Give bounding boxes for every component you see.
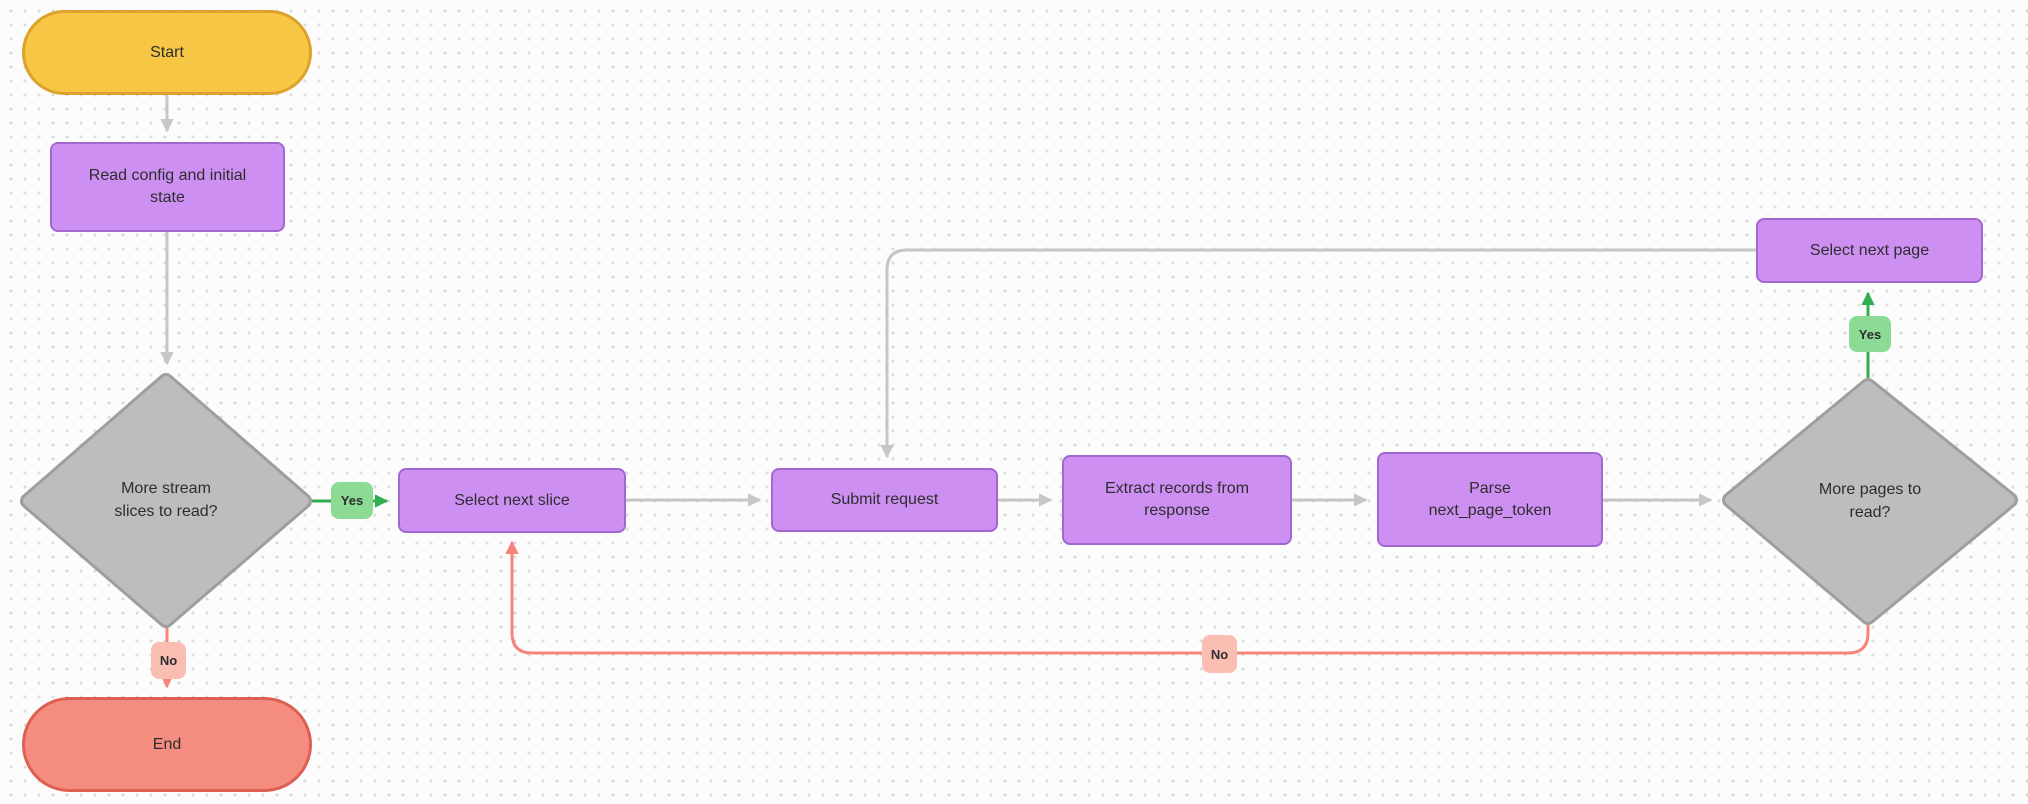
- node-more-slices: More stream slices to read?: [20, 373, 312, 628]
- node-select-page-label: Select next page: [1809, 241, 1930, 259]
- node-read-config: Read config and initial state: [50, 142, 285, 232]
- node-extract-records: Extract records from response: [1062, 455, 1292, 545]
- node-more-slices-label: More stream slices to read?: [114, 480, 218, 520]
- edge-select-page-to-submit-request: [880, 248, 1756, 459]
- node-read-config-label: Read config and initial state: [88, 167, 247, 206]
- node-more-pages-label: More pages to read?: [1818, 481, 1922, 521]
- node-start-label: Start: [150, 43, 184, 61]
- edge-label-pages-no: No: [1202, 635, 1237, 673]
- node-end: End: [22, 697, 312, 792]
- node-submit-request: Submit request: [771, 468, 998, 532]
- edge-label-pages-yes: Yes: [1849, 316, 1891, 352]
- node-select-slice-label: Select next slice: [454, 491, 570, 509]
- node-select-slice: Select next slice: [398, 468, 626, 533]
- edge-more-pages-no-to-select-slice: [505, 540, 1870, 655]
- node-more-slices-shape: [20, 373, 312, 628]
- node-more-pages: More pages to read?: [1722, 378, 2018, 625]
- node-parse-token: Parse next_page_token: [1377, 452, 1603, 547]
- node-end-label: End: [152, 735, 182, 753]
- node-parse-token-label: Parse next_page_token: [1428, 479, 1552, 519]
- node-start: Start: [22, 10, 312, 95]
- node-submit-request-label: Submit request: [830, 491, 939, 509]
- node-more-pages-shape: [1722, 378, 2018, 625]
- edge-label-slices-no: No: [151, 642, 186, 679]
- node-select-page: Select next page: [1756, 218, 1983, 283]
- edge-label-slices-yes: Yes: [331, 482, 373, 519]
- node-extract-records-label: Extract records from response: [1104, 480, 1250, 519]
